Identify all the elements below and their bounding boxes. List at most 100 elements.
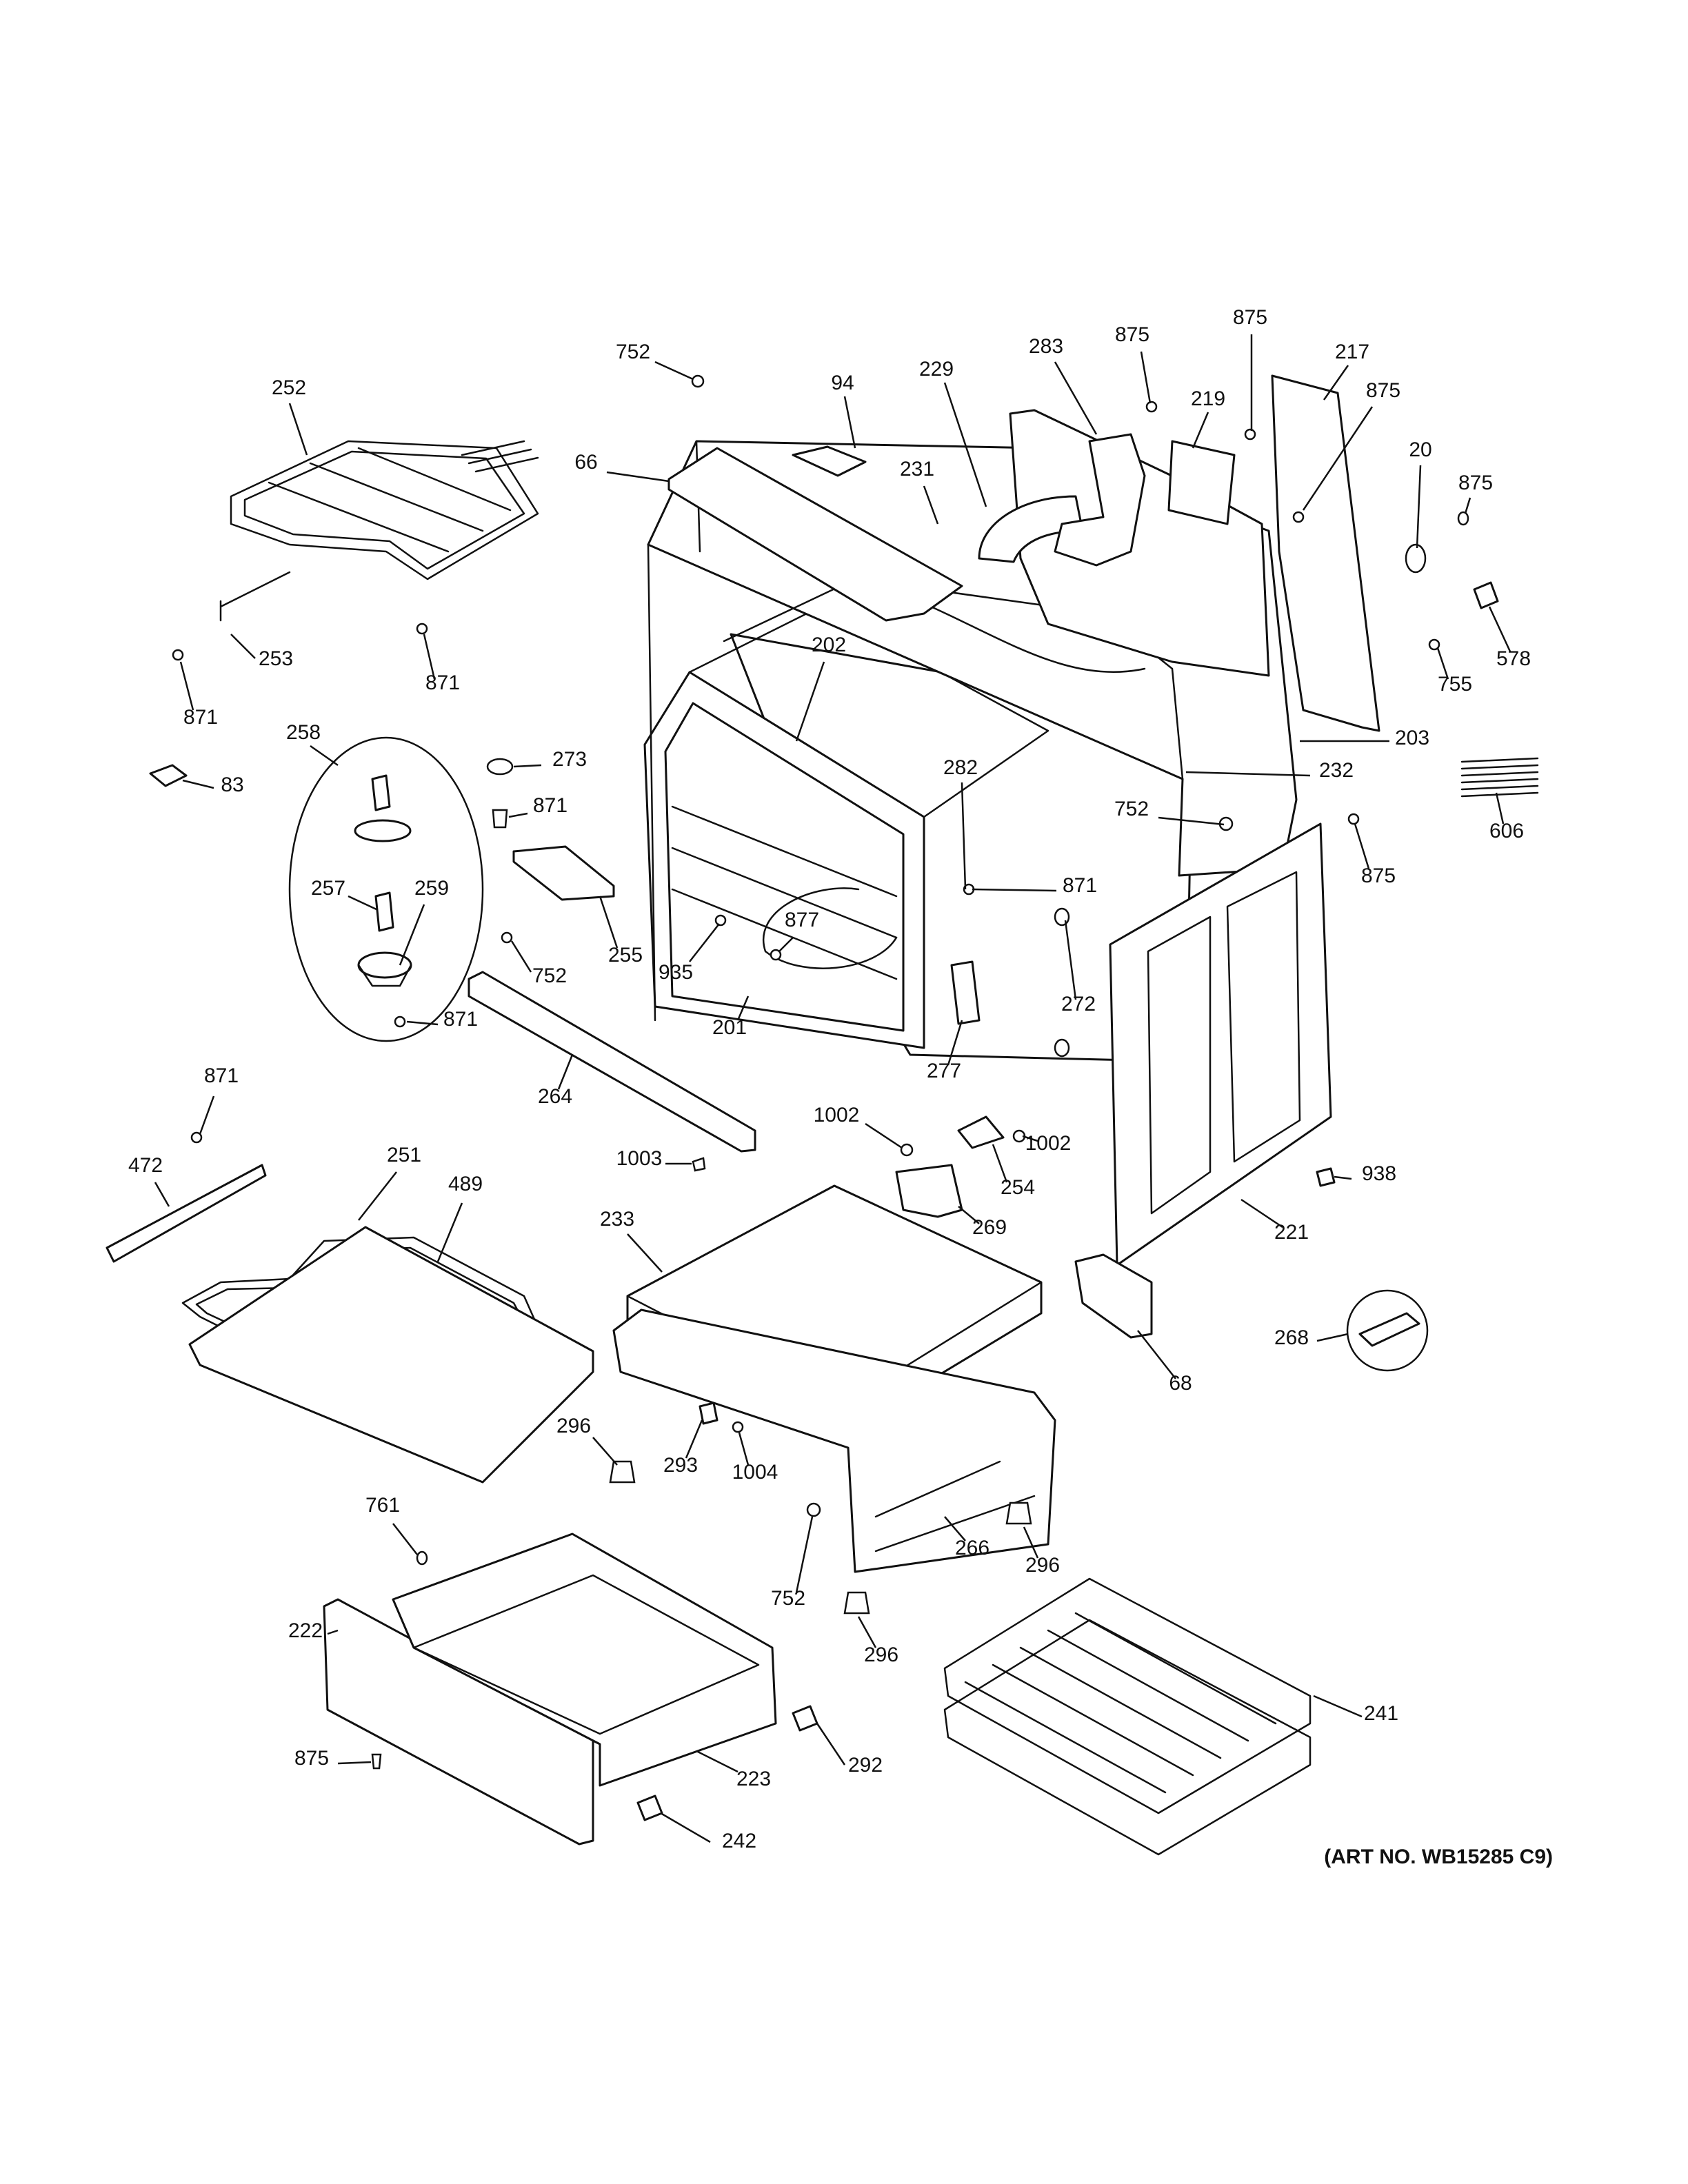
leader-line: [857, 1616, 877, 1648]
callout-606: 606: [1489, 820, 1524, 842]
leader-line: [1023, 1526, 1039, 1559]
callout-219: 219: [1191, 387, 1225, 410]
leader-line: [923, 485, 939, 525]
callout-229: 229: [919, 358, 954, 381]
callout-292: 292: [848, 1754, 883, 1777]
screw-871-circle: [394, 1015, 406, 1028]
vent-trim-264: [468, 971, 756, 1153]
callout-223: 223: [736, 1768, 771, 1790]
leader-line: [972, 888, 1057, 892]
screw-935: [714, 914, 727, 927]
callout-68: 68: [1169, 1372, 1192, 1395]
callout-752: 752: [771, 1587, 805, 1610]
callout-871: 871: [443, 1008, 478, 1031]
leader-line: [154, 1182, 170, 1207]
callout-875: 875: [1361, 865, 1396, 887]
leader-line: [406, 1020, 439, 1026]
leader-line: [816, 1723, 846, 1766]
leader-line: [736, 995, 750, 1021]
callout-257: 257: [311, 877, 345, 900]
leader-line: [685, 1419, 703, 1459]
callout-266: 266: [955, 1537, 989, 1559]
leader-line: [348, 895, 379, 911]
callout-282: 282: [943, 756, 978, 779]
callout-201: 201: [712, 1016, 747, 1039]
callout-252: 252: [272, 376, 306, 399]
leader-line: [310, 745, 339, 767]
callout-277: 277: [927, 1060, 961, 1082]
callout-875: 875: [1233, 306, 1267, 329]
callout-875: 875: [294, 1747, 329, 1770]
leader-line: [1240, 1198, 1283, 1228]
leader-line: [958, 1206, 980, 1224]
bracket-277: [950, 960, 981, 1025]
trim-472: [106, 1164, 267, 1263]
callout-269: 269: [972, 1216, 1007, 1239]
callout-489: 489: [448, 1173, 483, 1195]
leader-line: [399, 904, 425, 966]
leader-line: [689, 923, 720, 962]
callout-66: 66: [574, 451, 597, 474]
leader-line: [943, 382, 987, 507]
callout-222: 222: [288, 1619, 323, 1642]
side-panel-217: [1271, 374, 1380, 732]
callout-221: 221: [1274, 1221, 1309, 1244]
bracket-255: [512, 845, 615, 901]
detail-circle-258: [288, 736, 484, 1042]
leader-line: [738, 1432, 750, 1466]
leader-line: [1464, 497, 1471, 514]
leader-line: [436, 1202, 463, 1262]
part-20: [1405, 543, 1427, 574]
leader-line: [1334, 1175, 1352, 1180]
callout-labels: 7529466229231283875875219217875208755787…: [128, 306, 1531, 1852]
callout-233: 233: [600, 1208, 634, 1231]
screw-1002-a: [900, 1143, 914, 1157]
leader-line: [392, 1523, 418, 1555]
duct-283: [1054, 433, 1146, 567]
leader-line: [1158, 816, 1225, 826]
leader-line: [182, 779, 214, 789]
leader-line: [944, 1516, 966, 1541]
callout-83: 83: [221, 774, 243, 796]
leader-line: [843, 396, 856, 449]
leader-line: [199, 1095, 215, 1135]
detail-circle-268: [1346, 1289, 1429, 1372]
part-293: [699, 1402, 719, 1425]
callout-1004: 1004: [732, 1461, 778, 1484]
leader-line: [592, 1437, 618, 1466]
callout-202: 202: [812, 634, 846, 656]
leader-line: [358, 1171, 397, 1221]
grommet-272-a: [1054, 907, 1070, 927]
bracket-269: [895, 1164, 963, 1218]
screw-877: [770, 949, 782, 961]
leader-line: [1313, 1695, 1363, 1718]
leader-line: [627, 1233, 663, 1273]
callout-761: 761: [365, 1494, 400, 1517]
glide-292: [792, 1705, 818, 1732]
screw-871-a: [492, 809, 508, 829]
leader-line: [1323, 365, 1349, 401]
oven-cavity: [643, 605, 1194, 1063]
callout-875: 875: [1366, 379, 1400, 402]
glide-242: [636, 1794, 663, 1821]
callout-242: 242: [722, 1830, 756, 1852]
leader-line: [778, 937, 794, 952]
duct-229: [978, 495, 1084, 563]
screw-1003: [692, 1157, 706, 1172]
bracket-83: [149, 764, 188, 787]
leader-line: [696, 1750, 738, 1773]
leader-line: [1354, 823, 1370, 869]
top-brace-66: [667, 447, 963, 622]
screw-875-top-b: [1244, 428, 1256, 441]
art-number: (ART NO. WB15285 C9): [1324, 1846, 1553, 1868]
screw-761: [416, 1550, 428, 1566]
screw-875-side: [1347, 813, 1360, 825]
leader-line: [1064, 920, 1077, 1000]
screw-752-top: [691, 374, 705, 388]
screw-871-left-a: [172, 649, 184, 661]
callout-94: 94: [831, 372, 854, 394]
screw-875-top-c: [1292, 511, 1305, 523]
callout-935: 935: [659, 961, 693, 984]
brace-94: [792, 445, 867, 477]
